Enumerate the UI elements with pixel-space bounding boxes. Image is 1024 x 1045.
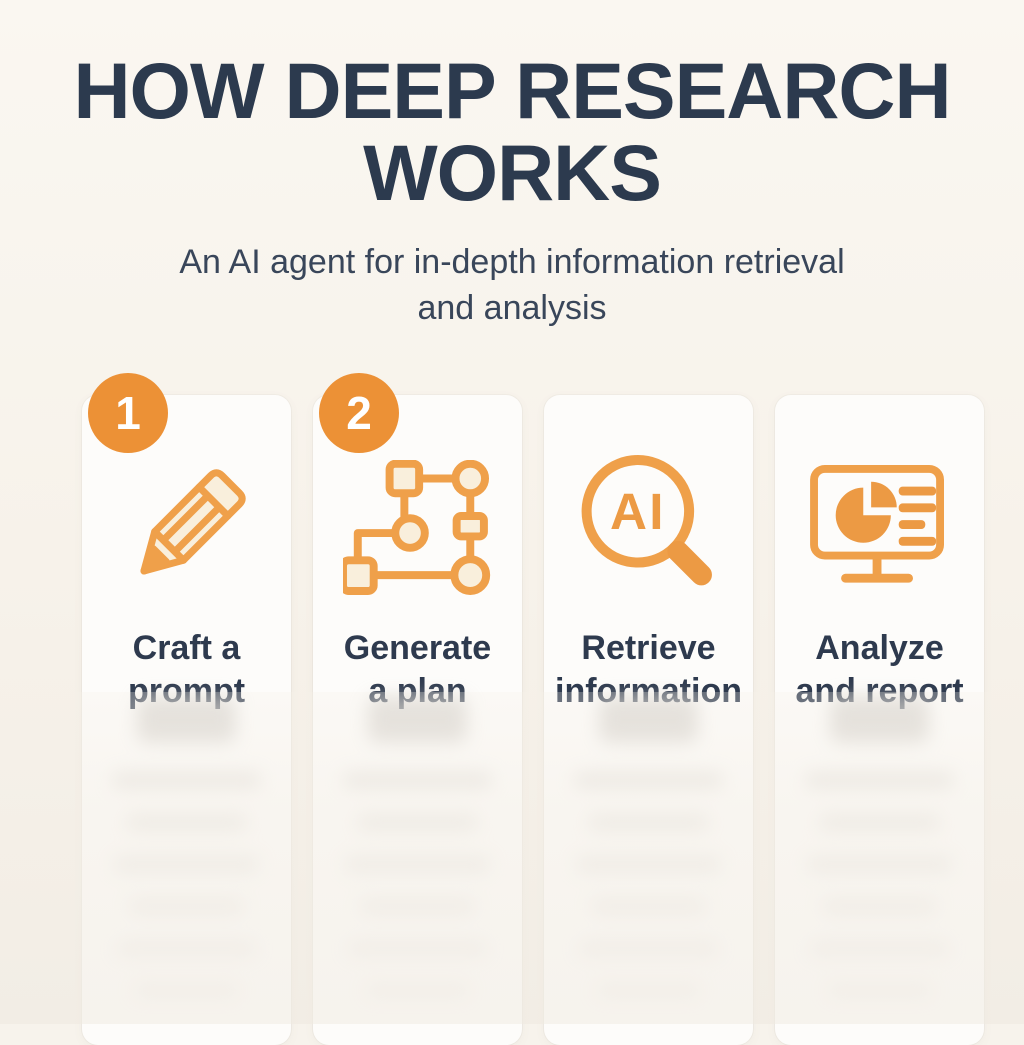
blurred-content xyxy=(102,697,271,1025)
step-card-generate-plan: 2 xyxy=(313,373,522,1045)
flowchart-icon xyxy=(342,459,490,595)
step-card-retrieve-information: AI Retrieve information xyxy=(544,395,753,1045)
pencil-icon xyxy=(139,469,246,575)
blurred-content xyxy=(333,697,502,1025)
step-icon-area: AI xyxy=(544,439,753,617)
page-title: HOW DEEP RESEARCH WORKS xyxy=(0,0,1024,214)
blurred-content xyxy=(564,697,733,1025)
steps-row: 1 Craft a prompt xyxy=(82,373,984,1045)
page-title-line2: WORKS xyxy=(363,128,662,218)
step-icon-area xyxy=(82,439,291,617)
step-number-badge: 1 xyxy=(88,373,168,453)
page-subtitle: An AI agent for in-depth information ret… xyxy=(0,240,1024,330)
monitor-report-icon xyxy=(809,464,944,583)
page-subtitle-line2: and analysis xyxy=(417,288,607,327)
page-subtitle-line1: An AI agent for in-depth information ret… xyxy=(179,243,845,282)
step-number-badge: 2 xyxy=(319,373,399,453)
svg-text:AI: AI xyxy=(609,483,665,540)
step-card-analyze-report: Analyze and report xyxy=(775,395,984,1045)
step-icon-area xyxy=(775,439,984,617)
step-icon-area xyxy=(313,439,522,617)
ai-magnifier-icon: AI xyxy=(581,455,712,586)
page-title-line1: HOW DEEP RESEARCH xyxy=(73,46,952,135)
blurred-content xyxy=(795,697,964,1025)
step-card-craft-prompt: 1 Craft a prompt xyxy=(82,373,291,1045)
